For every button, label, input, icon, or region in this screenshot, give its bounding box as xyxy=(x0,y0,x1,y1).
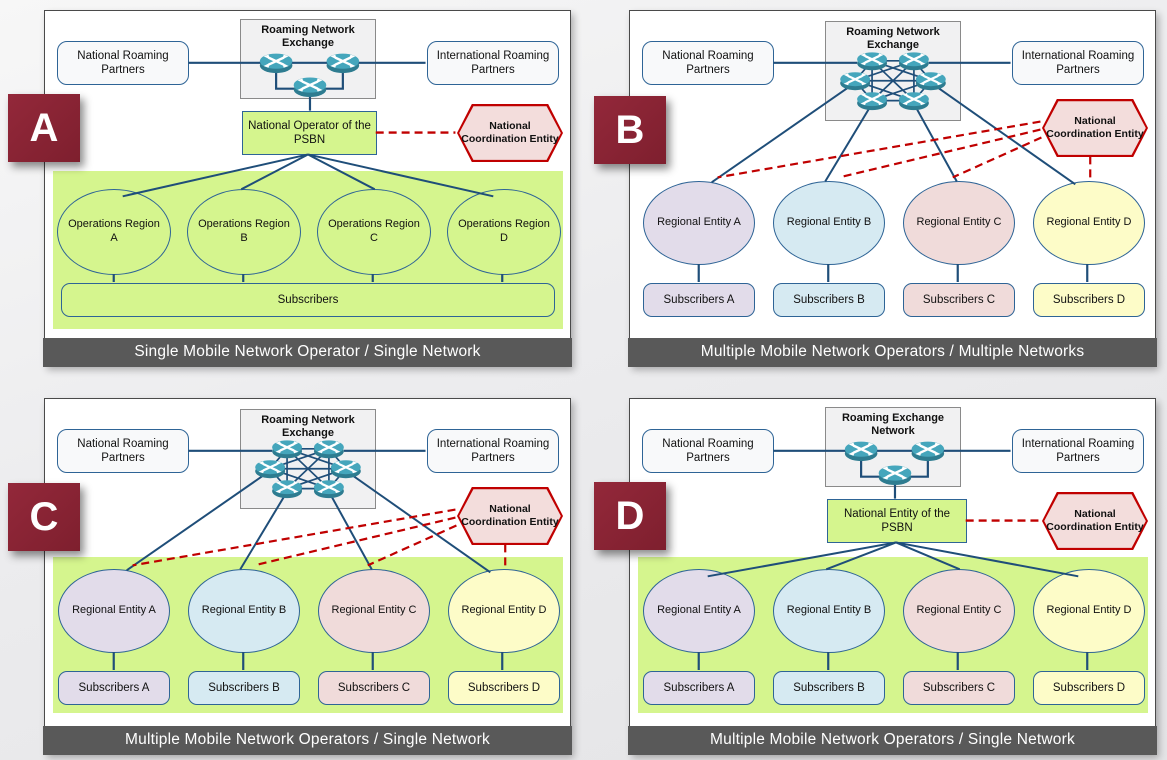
regional-entity-d-ellipse: Regional Entity D xyxy=(1033,181,1145,265)
hexagon-fill xyxy=(1044,494,1146,548)
operations-region-a-ellipse: Operations Region A xyxy=(57,189,171,275)
subscribers-b-box: Subscribers B xyxy=(773,671,885,705)
subscribers-b-box: Subscribers B xyxy=(188,671,300,705)
operations-region-d-ellipse: Operations Region D xyxy=(447,189,561,275)
international-roaming-partners-box: International Roaming Partners xyxy=(427,429,559,473)
subscribers-c-box: Subscribers C xyxy=(903,671,1015,705)
regional-entity-c-ellipse: Regional Entity C xyxy=(903,569,1015,653)
national-coordination-entity-hexagon: National Coordination Entity xyxy=(1042,492,1148,550)
regional-entity-d-ellipse: Regional Entity D xyxy=(1033,569,1145,653)
national-roaming-partners-box: National Roaming Partners xyxy=(57,429,189,473)
subscribers-d-box: Subscribers D xyxy=(448,671,560,705)
panel-d-badge: D xyxy=(594,482,666,550)
regional-entity-a-ellipse: Regional Entity A xyxy=(643,181,755,265)
regional-entity-d-ellipse: Regional Entity D xyxy=(448,569,560,653)
hexagon-label: National Coordination Entity xyxy=(461,120,559,145)
subscribers-a-box: Subscribers A xyxy=(643,283,755,317)
national-roaming-partners-box: National Roaming Partners xyxy=(642,41,774,85)
panel-b-diagram: National Roaming Partners International … xyxy=(630,11,1155,338)
roaming-network-exchange-box: Roaming Network Exchange xyxy=(825,21,961,121)
national-roaming-partners-box: National Roaming Partners xyxy=(642,429,774,473)
hexagon-fill xyxy=(459,106,561,160)
operations-region-b-ellipse: Operations Region B xyxy=(187,189,301,275)
international-roaming-partners-box: International Roaming Partners xyxy=(1012,41,1144,85)
subscribers-d-box: Subscribers D xyxy=(1033,671,1145,705)
national-coordination-entity-hexagon: National Coordination Entity xyxy=(457,487,563,545)
panel-a-badge: A xyxy=(8,94,80,162)
panel-a-diagram: National Roaming Partners International … xyxy=(45,11,570,338)
international-roaming-partners-box: International Roaming Partners xyxy=(1012,429,1144,473)
regional-entity-c-ellipse: Regional Entity C xyxy=(903,181,1015,265)
hexagon-label: National Coordination Entity xyxy=(1046,508,1144,533)
hexagon-label: National Coordination Entity xyxy=(1046,115,1144,140)
roaming-exchange-network-box: Roaming Exchange Network xyxy=(825,407,961,487)
panel-d-diagram: National Roaming Partners International … xyxy=(630,399,1155,726)
international-roaming-partners-box: International Roaming Partners xyxy=(427,41,559,85)
operations-region-c-ellipse: Operations Region C xyxy=(317,189,431,275)
regional-entity-c-ellipse: Regional Entity C xyxy=(318,569,430,653)
regional-entity-b-ellipse: Regional Entity B xyxy=(188,569,300,653)
subscribers-b-box: Subscribers B xyxy=(773,283,885,317)
national-entity-box: National Entity of the PSBN xyxy=(827,499,967,543)
regional-entity-a-ellipse: Regional Entity A xyxy=(643,569,755,653)
panel-b-badge: B xyxy=(594,96,666,164)
roaming-network-exchange-box: Roaming Network Exchange xyxy=(240,19,376,99)
regional-entity-b-ellipse: Regional Entity B xyxy=(773,181,885,265)
subscribers-a-box: Subscribers A xyxy=(58,671,170,705)
panel-multiple-operators-single-network-hub: National Roaming Partners International … xyxy=(628,398,1157,755)
subscribers-d-box: Subscribers D xyxy=(1033,283,1145,317)
national-operator-box: National Operator of the PSBN xyxy=(242,111,377,155)
national-coordination-entity-hexagon: National Coordination Entity xyxy=(457,104,563,162)
subscribers-c-box: Subscribers C xyxy=(903,283,1015,317)
subscribers-c-box: Subscribers C xyxy=(318,671,430,705)
regional-entity-b-ellipse: Regional Entity B xyxy=(773,569,885,653)
panel-b-caption: Multiple Mobile Network Operators / Mult… xyxy=(628,337,1157,367)
hexagon-label: National Coordination Entity xyxy=(461,503,559,528)
panel-single-operator-single-network: National Roaming Partners International … xyxy=(43,10,572,367)
panel-c-caption: Multiple Mobile Network Operators / Sing… xyxy=(43,725,572,755)
national-coordination-entity-hexagon: National Coordination Entity xyxy=(1042,99,1148,157)
panel-multiple-operators-single-network-mesh: National Roaming Partners International … xyxy=(43,398,572,755)
panel-multiple-operators-multiple-networks: National Roaming Partners International … xyxy=(628,10,1157,367)
subscribers-bar: Subscribers xyxy=(61,283,555,317)
regional-entity-a-ellipse: Regional Entity A xyxy=(58,569,170,653)
panel-c-diagram: National Roaming Partners International … xyxy=(45,399,570,726)
roaming-network-exchange-box: Roaming Network Exchange xyxy=(240,409,376,509)
panel-a-caption: Single Mobile Network Operator / Single … xyxy=(43,337,572,367)
national-roaming-partners-box: National Roaming Partners xyxy=(57,41,189,85)
subscribers-a-box: Subscribers A xyxy=(643,671,755,705)
panel-c-badge: C xyxy=(8,483,80,551)
panel-d-caption: Multiple Mobile Network Operators / Sing… xyxy=(628,725,1157,755)
